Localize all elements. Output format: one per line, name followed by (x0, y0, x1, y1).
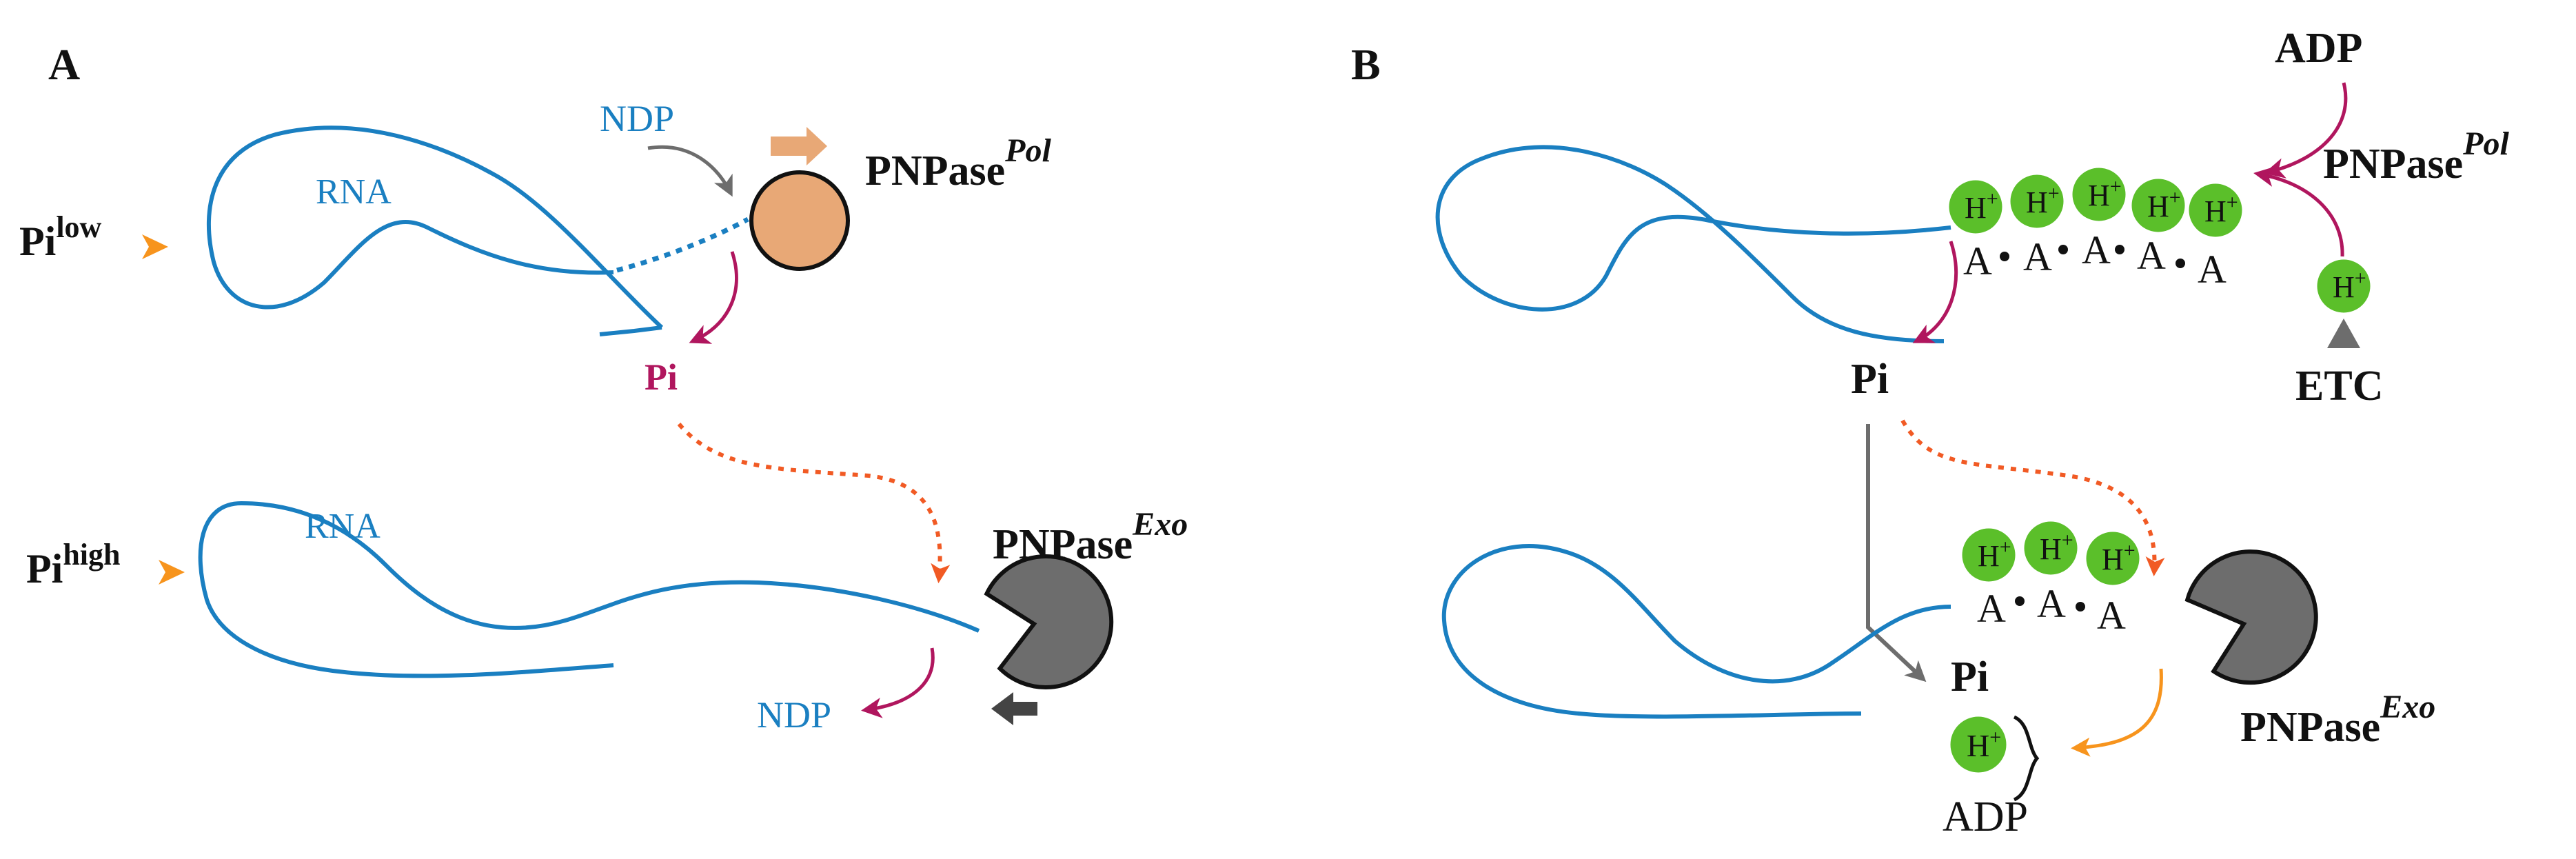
ndp-label-top: NDP (600, 98, 674, 139)
proton-top-3: H+ (2070, 165, 2128, 223)
ndp-to-pol-arrow (647, 145, 733, 197)
proton-bottom-3: H+ (2084, 529, 2142, 587)
rna-label-top: RNA (316, 172, 392, 212)
svg-text:H+: H+ (2147, 186, 2181, 223)
panel-b-label: B (1351, 40, 1381, 89)
proton-group-bottom: H+ H+ H+ (1960, 519, 2142, 587)
proton-etc: H+ (2315, 257, 2373, 315)
adp-label-top: ADP (2275, 25, 2362, 72)
pnpase-exo-label-a: PNPaseExo (993, 506, 1188, 568)
proton-top-1: H+ (1947, 178, 2005, 236)
rna-strand-top (206, 125, 664, 330)
rna-label-bottom: RNA (305, 507, 381, 546)
svg-text:H+: H+ (2088, 175, 2122, 212)
poly-a-chain-top: A A A A A (1963, 228, 2227, 292)
rna-dotted-extension (616, 216, 749, 273)
ndp-label-bottom: NDP (757, 694, 831, 736)
pnpase-pol-label-a: PNPasePol (865, 132, 1051, 194)
poly-a-chain-bottom: A A A (1977, 581, 2126, 638)
svg-text:H+: H+ (2102, 539, 2136, 576)
proton-bottom-2: H+ (2022, 519, 2080, 577)
pol-to-pi-arrow (689, 251, 738, 344)
rna-strand-top-b (1435, 145, 1951, 343)
panel-a-label: A (48, 40, 80, 89)
svg-text:H+: H+ (1978, 536, 2011, 573)
etc-label: ETC (2295, 363, 2383, 410)
pi-lower-label: Pi (1951, 654, 1989, 700)
rna-strand-bottom (198, 501, 980, 678)
rna-strand-bottom-b (1441, 544, 1951, 719)
svg-text:H+: H+ (1965, 188, 1998, 225)
pi-to-exo-dotted-arrow (677, 423, 951, 583)
proton-top-2: H+ (2008, 172, 2066, 230)
proton-bottom-1: H+ (1960, 526, 2018, 584)
pi-to-pi-gray-arrow (1866, 424, 1927, 683)
rna-strand-top-lower (599, 325, 662, 336)
poly-a-bonds-top (2000, 245, 2185, 268)
etc-up-arrowhead (2327, 319, 2360, 348)
pnpase-pol-label-b: PNPasePol (2323, 125, 2509, 188)
proton-lower: H+ (1948, 714, 2009, 775)
proton-top-4: H+ (2129, 176, 2187, 234)
svg-text:H+: H+ (1967, 726, 2001, 763)
panel-a: A Pilow RNA NDP PNPasePol Pi Pihigh RNA … (19, 40, 1188, 736)
proton-top-5: H+ (2187, 181, 2244, 239)
proton-group-top: H+ H+ H+ H+ H+ (1947, 165, 2244, 239)
pi-high-arrowhead (159, 560, 185, 585)
svg-text:H+: H+ (2040, 529, 2073, 566)
adp-brace (2013, 715, 2040, 802)
pi-upper-label: Pi (1851, 356, 1889, 403)
proton-to-chain-arrow (2253, 166, 2344, 257)
pi-mid-label: Pi (645, 356, 678, 398)
svg-text:H+: H+ (2204, 191, 2238, 228)
pnpase-exo-label-b: PNPaseExo (2240, 689, 2435, 751)
pi-low-arrowhead (142, 234, 168, 259)
poly-a-bonds-bottom (2015, 596, 2085, 612)
svg-text:H+: H+ (2333, 267, 2366, 304)
adp-to-chain-arrow (2264, 82, 2348, 179)
pi-low-label: Pilow (19, 210, 102, 264)
chain-to-pi-arrow (1912, 241, 1958, 343)
adp-label-bottom: ADP (1943, 794, 2028, 840)
pol-direction-arrow (771, 127, 827, 165)
pi-high-label: Pihigh (26, 538, 121, 592)
exo-to-ndp-arrow (861, 647, 935, 718)
exo-direction-arrow (991, 692, 1037, 725)
pnpase-exo-enzyme-b (2184, 549, 2318, 685)
exo-to-adp-arrow (2071, 668, 2163, 757)
pnpase-pol-enzyme (749, 170, 850, 271)
svg-text:H+: H+ (2026, 182, 2060, 219)
panel-b: B H+ H+ H+ H+ H+ A A A A A ADP PNPasePo (1351, 25, 2509, 840)
pnpase-exo-enzyme (984, 554, 1114, 689)
